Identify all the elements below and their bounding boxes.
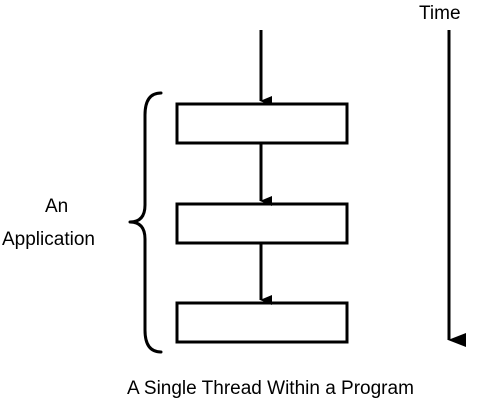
time-label: Time (419, 3, 461, 24)
application-brace (128, 91, 163, 354)
diagram-caption: A Single Thread Within a Program (127, 378, 414, 399)
step-box-3 (175, 301, 349, 344)
application-label-line-2: Application (2, 229, 95, 250)
application-label-line-1: An (45, 196, 69, 217)
step-box-2 (175, 202, 349, 245)
step-box-1 (175, 102, 349, 145)
